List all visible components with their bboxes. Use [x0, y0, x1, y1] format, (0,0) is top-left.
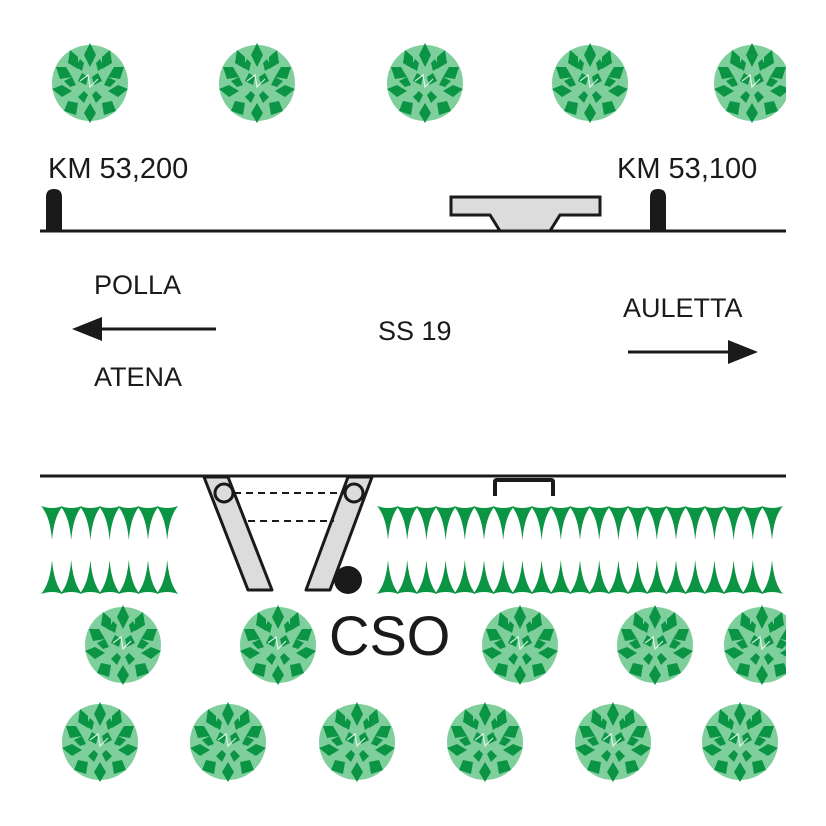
cso-label: CSO — [329, 604, 450, 667]
hedge-spike-up — [492, 560, 515, 594]
hedge-spike-down — [117, 506, 140, 540]
hedge-spike-up — [415, 560, 438, 594]
hedge-spike-down — [79, 506, 102, 540]
km-marker-right-label: KM 53,100 — [617, 153, 757, 185]
tree-canopy-icon — [723, 604, 786, 686]
hedge-spike-down — [626, 506, 649, 540]
hedge-spike-up — [607, 560, 630, 594]
hedge-spike-down — [434, 506, 457, 540]
hedge-spike-down — [511, 506, 534, 540]
tree-canopy-icon — [189, 701, 267, 783]
hedge-spike-up — [79, 560, 102, 594]
hedge-spike-up — [569, 560, 591, 594]
tree-canopy-icon — [446, 701, 524, 783]
direction-label-polla: POLLA — [94, 270, 181, 300]
hedge-spike-up — [665, 560, 687, 594]
hedge-spike-down — [684, 506, 707, 540]
tree-canopy-icon — [713, 42, 786, 124]
hedge-spike-down — [156, 506, 179, 540]
road-name-label: SS 19 — [378, 316, 452, 346]
hedge-spike-up — [377, 560, 399, 594]
hedge-spike-up — [645, 560, 668, 594]
culvert-icon — [449, 195, 602, 233]
hedge-spike-down — [415, 506, 438, 540]
hedge-spike-up — [137, 560, 159, 594]
direction-label-atena: ATENA — [94, 362, 182, 392]
tree-canopy-icon — [61, 701, 139, 783]
hedge-spike-down — [453, 506, 476, 540]
hedge-spike-down — [473, 506, 495, 540]
tree-row-bottom — [61, 701, 779, 783]
tree-canopy-icon — [84, 604, 162, 686]
tree-canopy-icon — [701, 701, 779, 783]
gate-icon — [493, 478, 555, 496]
hinge-left-icon — [213, 482, 235, 504]
wall-right — [304, 475, 374, 592]
tree-canopy-icon — [481, 604, 559, 686]
hedge-spike-up — [396, 560, 419, 594]
hedge-spike-up — [434, 560, 457, 594]
cso-structure — [202, 475, 374, 594]
hedge-spike-down — [588, 506, 611, 540]
kilometer-post-icon — [650, 189, 666, 231]
hedge-spike-down — [645, 506, 668, 540]
hedge-spike-down — [396, 506, 419, 540]
direction-label-auletta: AULETTA — [623, 293, 743, 323]
hedge-spike-up — [684, 560, 707, 594]
hedge-spike-up — [41, 560, 63, 594]
hedge-spike-up — [703, 560, 726, 594]
hedge-spike-down — [665, 506, 687, 540]
tree-canopy-icon — [574, 701, 652, 783]
hedge-spike-up — [98, 560, 121, 594]
tree-canopy-icon — [616, 604, 694, 686]
tree-canopy-icon — [386, 42, 464, 124]
tree-canopy-icon — [239, 604, 317, 686]
km-marker-left-label: KM 53,200 — [48, 153, 188, 185]
tree-canopy-icon — [551, 42, 629, 124]
arrow-left-icon — [72, 317, 216, 341]
hinge-right-icon — [343, 482, 365, 504]
hedge-spike-up — [741, 560, 764, 594]
hedge-spike-up — [722, 560, 745, 594]
tree-canopy-icon — [318, 701, 396, 783]
hedge-spike-up — [60, 560, 83, 594]
tree-row-top — [51, 42, 786, 124]
hedge-spike-up — [156, 560, 179, 594]
hedge-spike-down — [492, 506, 515, 540]
hedge-spike-down — [722, 506, 745, 540]
hedge-spike-down — [98, 506, 121, 540]
tree-canopy-icon — [218, 42, 296, 124]
hedge-spike-up — [626, 560, 649, 594]
hedge-spike-down — [377, 506, 399, 540]
hedge-spike-down — [569, 506, 591, 540]
hedge-spike-up — [588, 560, 611, 594]
kilometer-post-icon — [46, 189, 62, 231]
hedge-spike-up — [117, 560, 140, 594]
hedge-spike-down — [137, 506, 159, 540]
hedge-spike-down — [607, 506, 630, 540]
hedge-spike-down — [41, 506, 63, 540]
cso-point-icon — [334, 566, 362, 594]
hedge-spike-up — [530, 560, 553, 594]
hedge-spike-down — [761, 506, 783, 540]
wall-left — [202, 475, 274, 592]
hedge-spike-up — [453, 560, 476, 594]
hedge-spike-up — [549, 560, 572, 594]
hedge-spike-down — [703, 506, 726, 540]
hedge-row-icon — [41, 506, 783, 594]
hedge-spike-up — [511, 560, 534, 594]
tree-canopy-icon — [51, 42, 129, 124]
hedge-spike-down — [60, 506, 83, 540]
hedge-spike-up — [473, 560, 495, 594]
hedge-spike-up — [761, 560, 783, 594]
arrow-right-icon — [628, 340, 758, 364]
hedge-spike-down — [741, 506, 764, 540]
hedge-spike-down — [549, 506, 572, 540]
hedge-spike-down — [530, 506, 553, 540]
